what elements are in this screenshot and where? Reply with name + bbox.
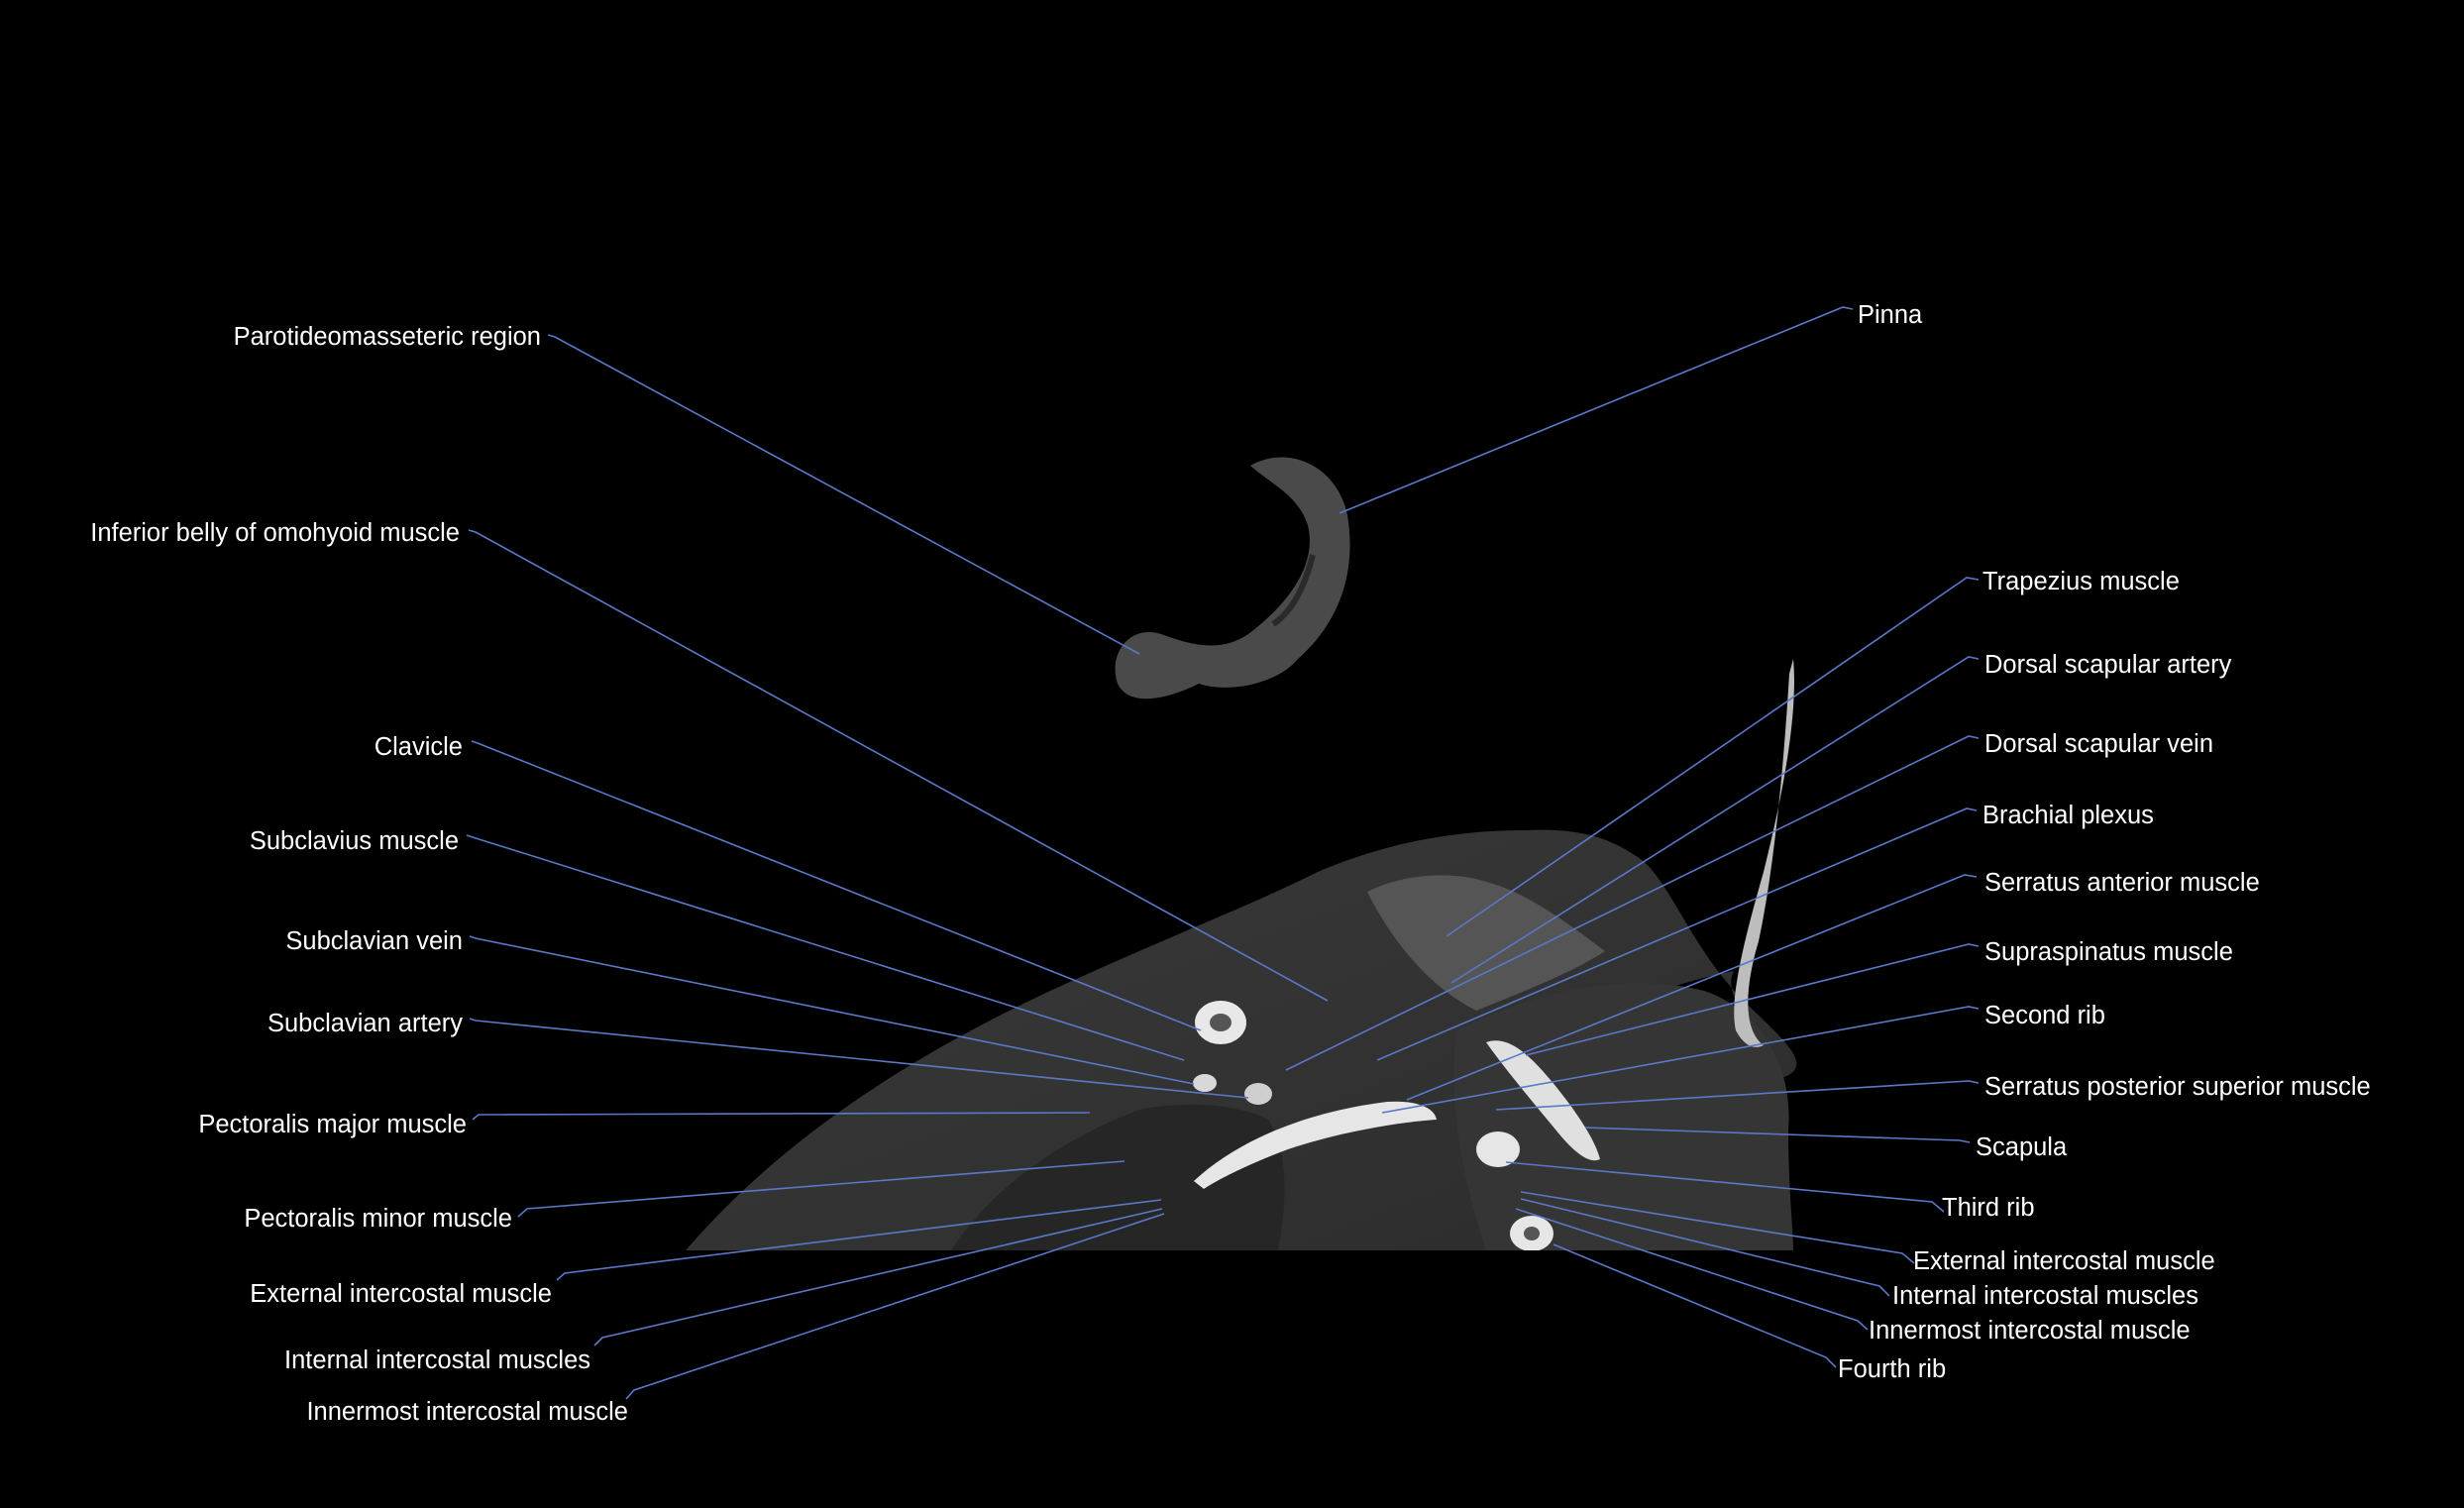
label-subclavius: Subclavius muscle	[250, 827, 459, 855]
leader-internal-intercostal-right	[1520, 1198, 1890, 1297]
leader-second-rib	[1381, 1006, 1980, 1114]
leader-fourth-rib	[1553, 1243, 1837, 1368]
leader-pinna	[1339, 306, 1854, 514]
leader-innermost-intercostal-left	[625, 1213, 1165, 1400]
leader-trapezius	[1446, 577, 1980, 937]
label-trapezius: Trapezius muscle	[1982, 568, 2180, 595]
label-brachial-plexus: Brachial plexus	[1982, 802, 2154, 829]
trapezius-band	[1367, 875, 1605, 1011]
leader-dorsal-scapular-vein	[1285, 735, 1980, 1071]
leader-innermost-intercostal-right	[1515, 1208, 1869, 1331]
label-serratus-posterior-superior: Serratus posterior superior muscle	[1984, 1073, 2371, 1101]
clavicle-core	[1210, 1014, 1232, 1031]
label-internal-intercostal-left: Internal intercostal muscles	[284, 1346, 590, 1374]
third-rib-shape	[1476, 1131, 1520, 1167]
label-internal-intercostal-right: Internal intercostal muscles	[1892, 1282, 2198, 1310]
label-subclavian-artery: Subclavian artery	[268, 1010, 463, 1037]
label-external-intercostal-right: External intercostal muscle	[1913, 1247, 2215, 1275]
leader-subclavian-vein	[469, 935, 1195, 1085]
label-clavicle: Clavicle	[375, 733, 463, 761]
leader-external-intercostal-left	[556, 1199, 1162, 1281]
image-bottom-clip	[594, 1250, 1882, 1508]
label-parotideomasseteric: Parotideomasseteric region	[234, 323, 541, 351]
label-pectoralis-major: Pectoralis major muscle	[198, 1111, 467, 1138]
labels: Parotideomasseteric region Inferior bell…	[90, 301, 2371, 1426]
scapula-shape	[1486, 1040, 1600, 1161]
leader-supraspinatus	[1525, 943, 1980, 1056]
label-pinna: Pinna	[1858, 301, 1923, 329]
label-serratus-anterior: Serratus anterior muscle	[1984, 869, 2260, 897]
label-dorsal-scapular-artery: Dorsal scapular artery	[1984, 651, 2232, 679]
pinna-inner	[1271, 554, 1316, 627]
leader-scapula	[1584, 1127, 1971, 1143]
pinna-shape	[1115, 457, 1350, 700]
label-fourth-rib: Fourth rib	[1838, 1355, 1946, 1383]
label-external-intercostal-left: External intercostal muscle	[250, 1280, 552, 1308]
ct-scan-image	[594, 457, 1882, 1508]
label-innermost-intercostal-left: Innermost intercostal muscle	[306, 1398, 628, 1426]
chest-shadow	[951, 1104, 1285, 1250]
subclavian-vessel-1	[1193, 1074, 1217, 1092]
label-pectoralis-minor: Pectoralis minor muscle	[244, 1205, 512, 1233]
leader-external-intercostal-right	[1520, 1191, 1915, 1264]
fourth-rib-core	[1524, 1227, 1540, 1240]
leader-third-rib	[1505, 1161, 1945, 1213]
leader-pectoralis-minor	[517, 1160, 1125, 1218]
label-dorsal-scapular-vein: Dorsal scapular vein	[1984, 730, 2213, 758]
leader-lines	[466, 306, 1980, 1400]
label-supraspinatus: Supraspinatus muscle	[1984, 938, 2233, 966]
leader-clavicle	[471, 740, 1202, 1031]
leader-serratus-posterior-superior	[1495, 1080, 1980, 1111]
label-scapula: Scapula	[1976, 1133, 2068, 1161]
label-second-rib: Second rib	[1984, 1002, 2105, 1029]
label-innermost-intercostal-right: Innermost intercostal muscle	[1869, 1317, 2191, 1345]
leader-pectoralis-major	[472, 1112, 1091, 1121]
label-subclavian-vein: Subclavian vein	[285, 927, 463, 955]
second-rib-shape	[1194, 1101, 1437, 1189]
leader-omohyoid	[468, 529, 1329, 1002]
label-third-rib: Third rib	[1942, 1194, 2035, 1222]
leader-subclavian-artery	[469, 1018, 1249, 1099]
leader-brachial-plexus	[1376, 808, 1978, 1061]
label-omohyoid: Inferior belly of omohyoid muscle	[90, 519, 460, 547]
leader-internal-intercostal-left	[593, 1208, 1163, 1346]
tissue-right	[1453, 983, 1793, 1250]
leader-subclavius	[466, 834, 1185, 1061]
leader-dorsal-scapular-artery	[1450, 656, 1980, 984]
leader-parotideomasseteric	[547, 334, 1140, 655]
leader-serratus-anterior	[1406, 874, 1978, 1101]
subclavian-vessel-2	[1244, 1083, 1272, 1105]
drape-strip	[1734, 659, 1794, 1047]
